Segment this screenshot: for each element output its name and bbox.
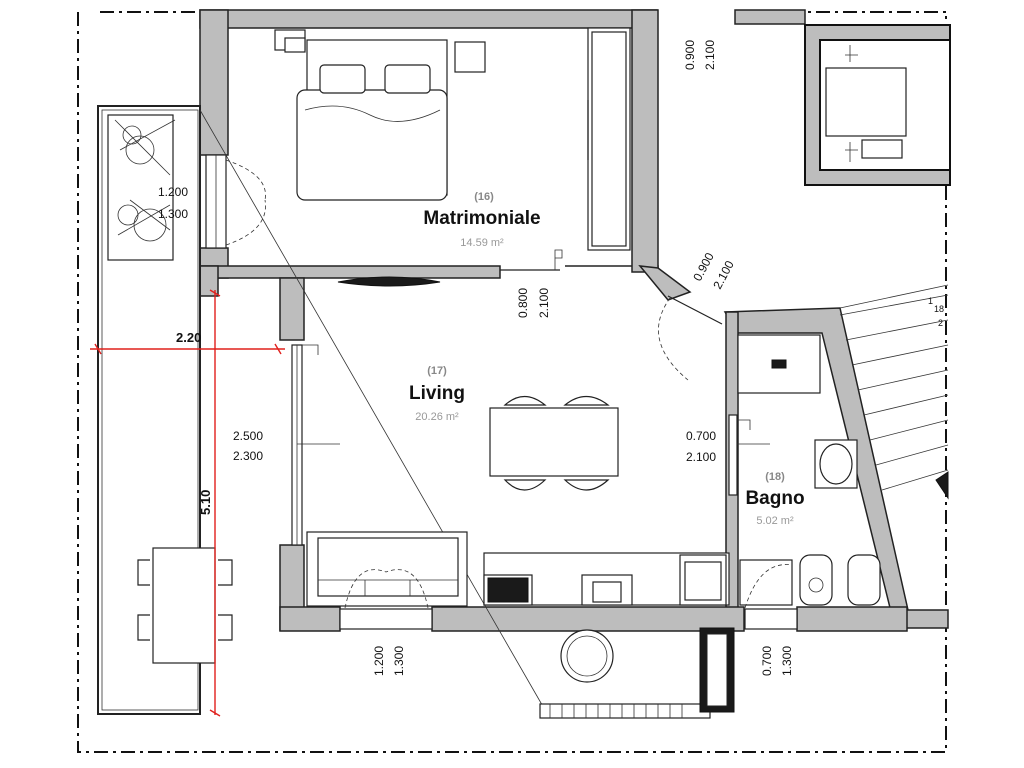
bedroom-window-height: 1.300 xyxy=(158,207,188,221)
bath-bottom-window-width: 0.700 xyxy=(760,646,774,676)
room-number-18: (18) xyxy=(765,471,785,483)
room-area-matrimoniale: 14.59 m² xyxy=(460,237,504,249)
kitchen-counter xyxy=(483,552,730,606)
bath-door xyxy=(728,414,770,496)
living-window-width: 2.500 xyxy=(233,429,263,443)
bath-door-height: 2.100 xyxy=(686,450,716,464)
radiator xyxy=(539,703,711,719)
bedroom-door xyxy=(500,249,563,271)
garden-lamp xyxy=(560,629,614,683)
terrace-dimensions xyxy=(90,289,285,717)
room-name-matrimoniale: Matrimoniale xyxy=(423,208,540,229)
room-number-17: (17) xyxy=(427,365,447,377)
bath-bottom-window-height: 1.300 xyxy=(780,646,794,676)
wall-light xyxy=(337,276,441,287)
toilet xyxy=(799,554,833,606)
room-number-16: (16) xyxy=(474,191,494,203)
utility-room xyxy=(804,24,951,186)
stair-step-2: 2 xyxy=(938,318,943,328)
terrace-table xyxy=(152,547,216,664)
washbasin xyxy=(814,439,858,489)
stairs xyxy=(839,284,949,500)
washing-machine xyxy=(739,559,793,609)
room-area-bagno: 5.02 m² xyxy=(756,515,794,527)
bath-window-bottom xyxy=(744,608,798,630)
plant-icon xyxy=(114,119,176,242)
living-window-left xyxy=(291,344,340,546)
room-name-bagno: Bagno xyxy=(745,488,804,509)
living-bottom-window-width: 1.200 xyxy=(372,646,386,676)
diagonal-door-height: 2.100 xyxy=(710,258,737,291)
bedroom-window-width: 1.200 xyxy=(158,185,188,199)
bath-door-width: 0.700 xyxy=(686,429,716,443)
room-name-living: Living xyxy=(409,383,465,404)
stair-step-1: 1 xyxy=(928,296,933,306)
bedroom-door-height: 2.100 xyxy=(537,288,551,318)
living-window-bottom xyxy=(339,569,433,630)
room-area-living: 20.26 m² xyxy=(415,411,459,423)
terrace-chairs xyxy=(137,559,233,641)
bedroom-window xyxy=(205,154,266,249)
living-window-height: 2.300 xyxy=(233,449,263,463)
entry-door xyxy=(658,295,723,381)
stair-step-18: 18 xyxy=(934,304,944,314)
shower xyxy=(737,334,821,394)
entry-door-width: 0.900 xyxy=(683,40,697,70)
double-bed xyxy=(296,39,448,201)
wardrobe xyxy=(587,27,631,251)
living-bottom-window-height: 1.300 xyxy=(392,646,406,676)
terrace-width-dim: 2.20 xyxy=(176,330,201,345)
bedroom-door-width: 0.800 xyxy=(516,288,530,318)
site-boundary xyxy=(77,12,947,753)
dining-chairs xyxy=(503,395,610,491)
entry-door-height: 2.100 xyxy=(703,40,717,70)
planter xyxy=(699,627,735,713)
nightstands xyxy=(274,29,486,73)
bidet xyxy=(847,554,881,606)
terrace-length-dim: 5.10 xyxy=(198,490,213,515)
sofa xyxy=(306,531,468,607)
dining-table xyxy=(489,407,619,477)
